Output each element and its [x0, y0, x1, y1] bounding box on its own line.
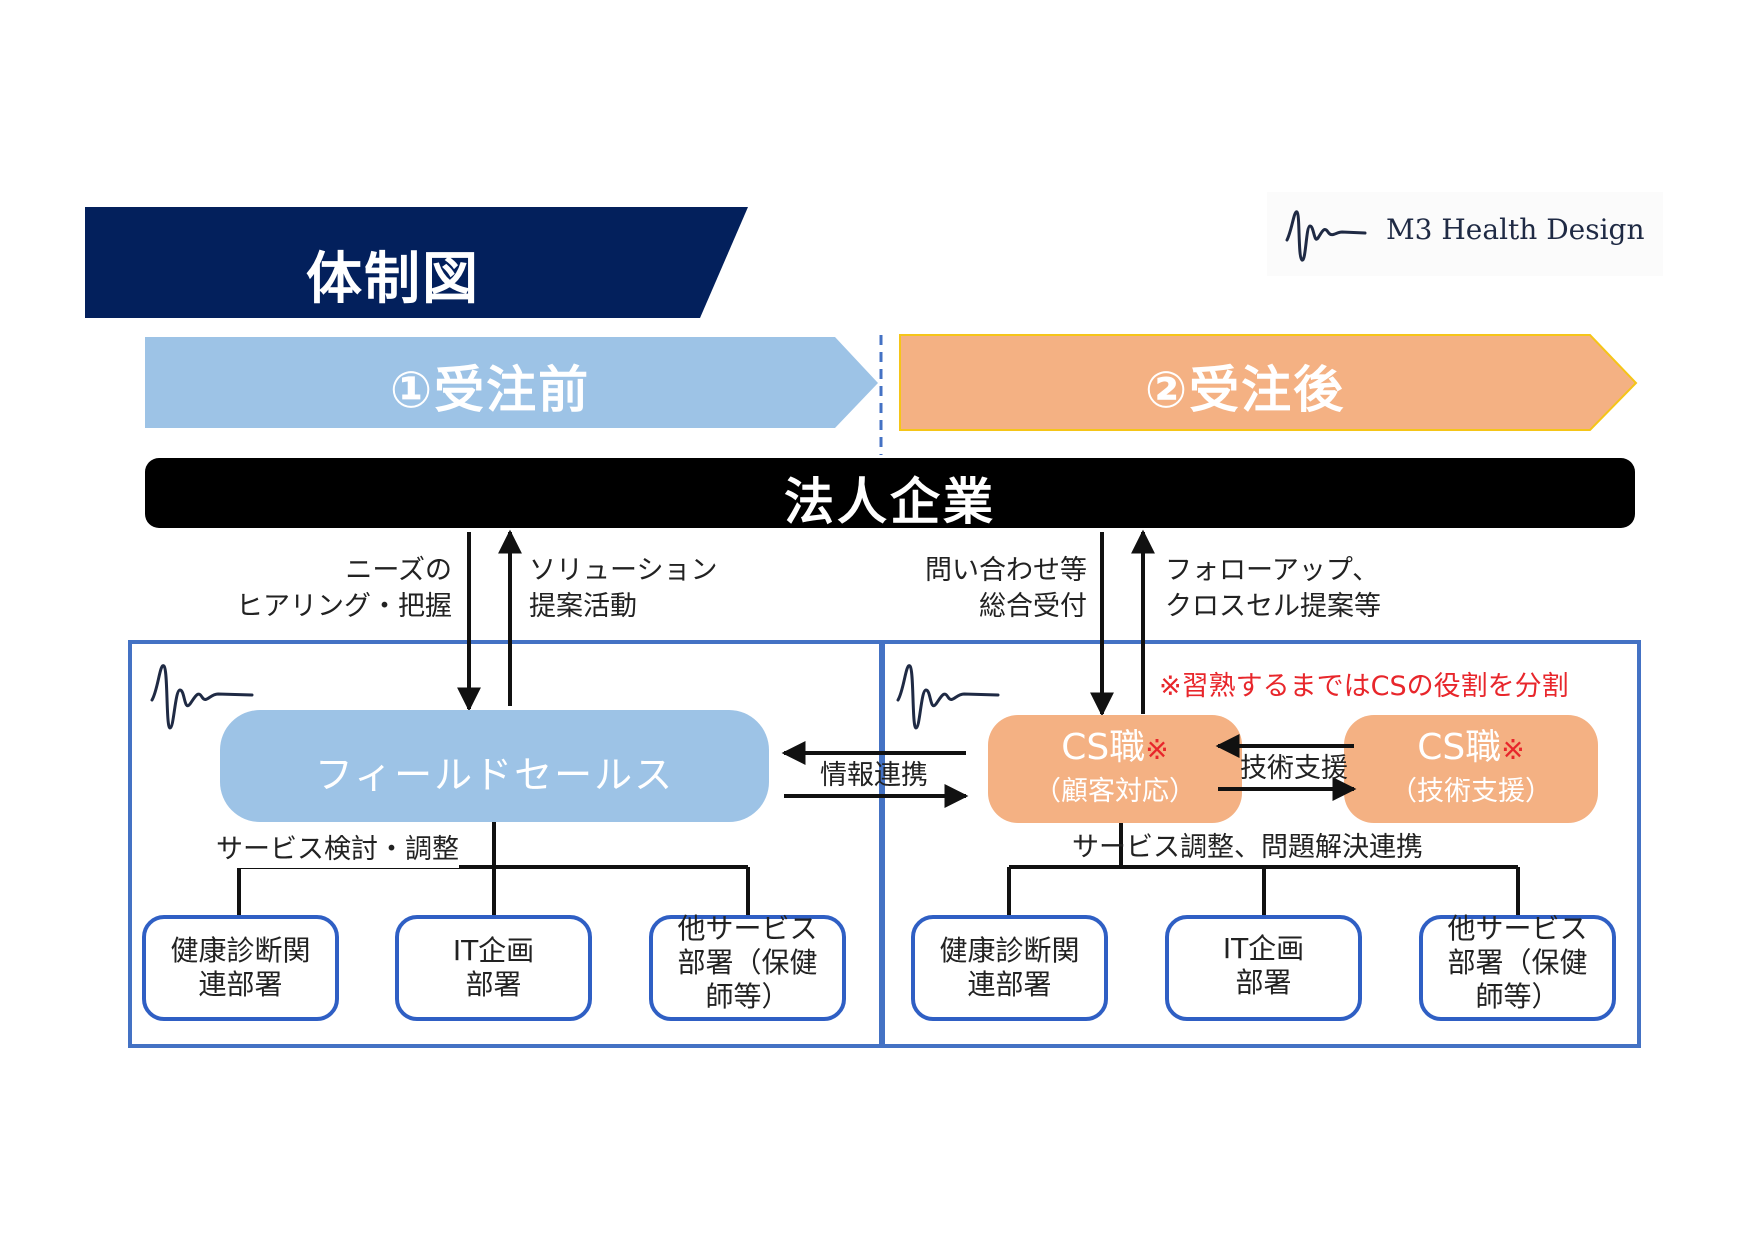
right-dept-3-box	[1419, 915, 1616, 1021]
left-dept-3-line-2: 部署（保健	[677, 946, 818, 979]
logo-text: M3 Health Design	[1386, 213, 1645, 246]
field-sales-label: フィールドセールス	[314, 753, 675, 797]
cs-tech-mark: ※	[1501, 733, 1525, 766]
cs-tech-sub: （技術支援）	[1390, 776, 1552, 807]
right-dept-3-line-3: 師等）	[1475, 980, 1560, 1013]
right-inquiry-label-line-1: 問い合わせ等	[925, 555, 1087, 586]
left-dept-2-line-2: 部署	[465, 968, 522, 1001]
cs-tech-node	[1344, 715, 1598, 823]
left-dept-2-box	[395, 915, 592, 1021]
left-needs-label-line-2: ヒアリング・把握	[236, 591, 452, 622]
cs-customer-node	[988, 715, 1242, 823]
right-followup-label-line-1: フォローアップ、	[1165, 555, 1380, 586]
right-panel	[881, 640, 1641, 1048]
right-followup-label: フォローアップ、 クロスセル提案等	[1165, 553, 1381, 625]
cs-tech-title: CS職	[1417, 727, 1502, 768]
left-solution-label-line-1: ソリューション	[529, 555, 718, 586]
left-needs-label-line-1: ニーズの	[345, 555, 452, 586]
phase-after-label: ②受注後	[1144, 361, 1346, 419]
right-dept-1-box	[911, 915, 1108, 1021]
cs-split-note: ※習熟するまではCSの役割を分割	[1159, 671, 1569, 702]
left-panel-logo-icon	[150, 664, 254, 730]
field-sales-node	[220, 710, 769, 822]
corporate-bar	[145, 458, 1635, 528]
left-dept-1-line-1: 健康診断関	[170, 934, 311, 967]
logo-mark-icon	[1285, 210, 1367, 262]
right-inquiry-label: 問い合わせ等 総合受付	[880, 553, 1087, 625]
left-dept-1-box	[142, 915, 339, 1021]
right-inquiry-label-line-2: 総合受付	[979, 591, 1087, 622]
right-panel-logo-icon	[896, 664, 1000, 730]
left-needs-label: ニーズの ヒアリング・把握	[200, 553, 452, 625]
left-dept-1-line-2: 連部署	[198, 968, 283, 1001]
tech-support-label: 技術支援	[1240, 753, 1348, 784]
left-dept-3-label: 他サービス 部署（保健 師等）	[651, 912, 844, 1014]
cs-tech-text: CS職※ （技術支援）	[1344, 726, 1598, 812]
right-dept-3-label: 他サービス 部署（保健 師等）	[1421, 912, 1614, 1014]
right-dept-3-line-1: 他サービス	[1447, 912, 1588, 945]
right-tree-connectors	[1007, 823, 1520, 917]
right-followup-label-line-2: クロスセル提案等	[1165, 591, 1381, 622]
phase-before-arrow	[145, 337, 878, 428]
right-dept-2-line-2: 部署	[1235, 966, 1292, 999]
phase-after-arrow	[899, 334, 1638, 431]
left-dept-3-box	[649, 915, 846, 1021]
right-dept-2-label: IT企画 部署	[1167, 932, 1360, 1000]
left-solution-label: ソリューション 提案活動	[529, 553, 717, 625]
right-branch-label: サービス調整、問題解決連携	[1072, 832, 1423, 863]
right-dept-2-line-1: IT企画	[1222, 932, 1305, 965]
title-banner	[85, 207, 748, 318]
left-branch-label: サービス検討・調整	[216, 832, 459, 868]
cs-customer-sub: （顧客対応）	[1034, 776, 1196, 807]
right-dept-1-line-2: 連部署	[967, 968, 1052, 1001]
cs-customer-mark: ※	[1145, 733, 1169, 766]
left-solution-label-line-2: 提案活動	[529, 591, 637, 622]
cs-customer-title: CS職	[1061, 727, 1146, 768]
cs-customer-text: CS職※ （顧客対応）	[988, 726, 1242, 812]
phase-before-label: ①受注前	[389, 361, 591, 419]
right-dept-2-box	[1165, 915, 1362, 1021]
right-dept-1-label: 健康診断関 連部署	[913, 934, 1106, 1002]
right-dept-3-line-2: 部署（保健	[1447, 946, 1588, 979]
left-dept-3-line-1: 他サービス	[677, 912, 818, 945]
page-title: 体制図	[306, 247, 480, 312]
info-link-label: 情報連携	[820, 760, 928, 791]
left-dept-2-line-1: IT企画	[452, 934, 535, 967]
right-dept-1-line-1: 健康診断関	[939, 934, 1080, 967]
corporate-bar-label: 法人企業	[784, 473, 996, 531]
left-dept-2-label: IT企画 部署	[397, 934, 590, 1002]
left-dept-1-label: 健康診断関 連部署	[144, 934, 337, 1002]
left-dept-3-line-3: 師等）	[705, 980, 790, 1013]
